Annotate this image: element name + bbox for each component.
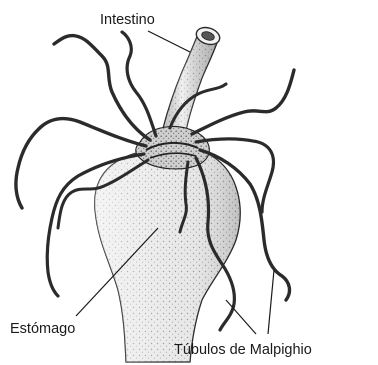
tubules-leader-line-1 bbox=[226, 300, 256, 334]
tubules-leader-line-2 bbox=[268, 270, 274, 334]
intestine-leader-line bbox=[148, 31, 190, 52]
stomach-label: Estómago bbox=[10, 321, 75, 337]
tubule bbox=[192, 70, 294, 134]
label-intestine: Intestino bbox=[100, 12, 190, 52]
tubule bbox=[54, 36, 150, 140]
intestine-label: Intestino bbox=[100, 12, 155, 28]
tubules-label: Túbulos de Malpighio bbox=[174, 342, 312, 358]
